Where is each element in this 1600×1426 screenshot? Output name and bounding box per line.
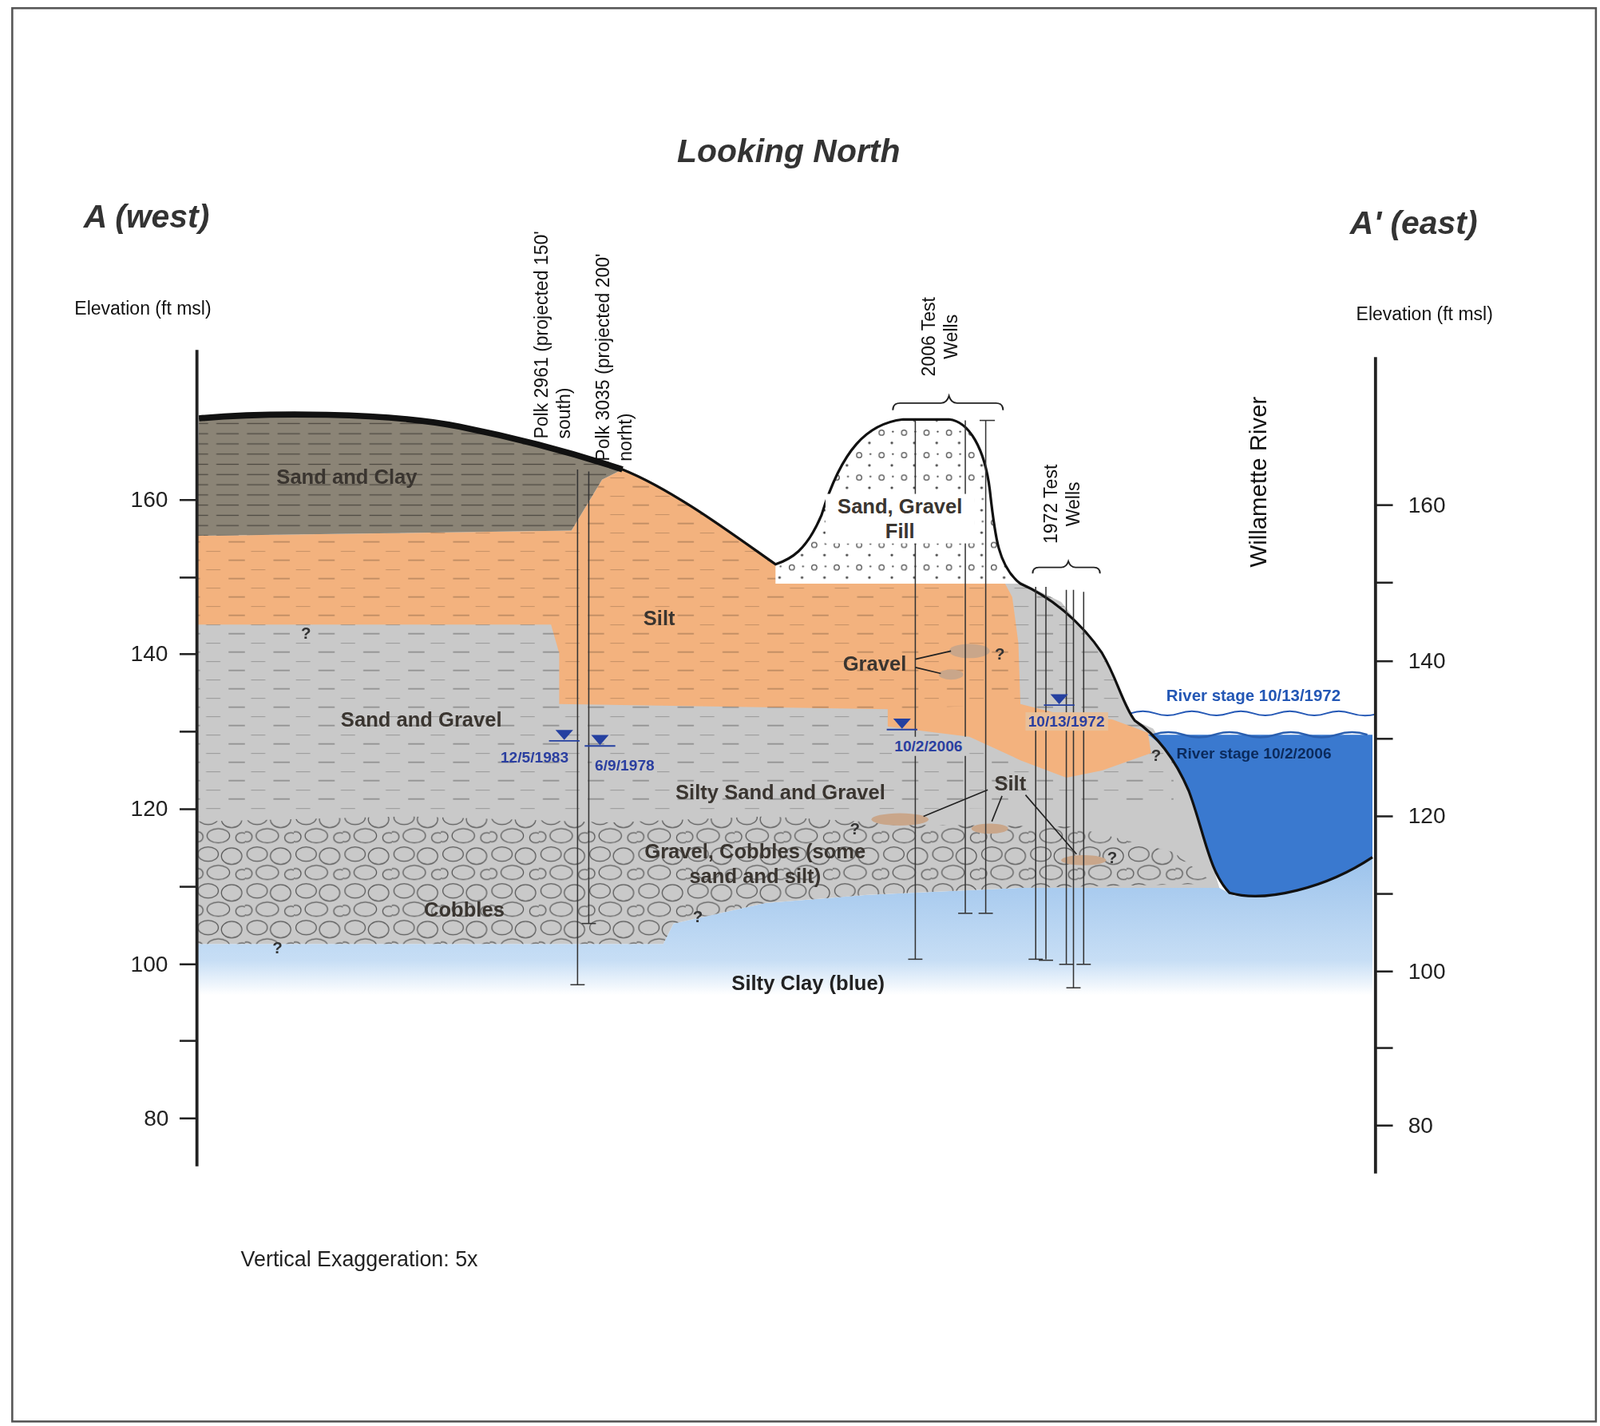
water-level-date: 12/5/1983 [500,748,569,767]
unit-label: Cobbles [423,896,505,922]
axis-title: Elevation (ft msl) [74,297,211,321]
unit-label: Silty Clay (blue) [731,970,885,995]
unit-label: Sand, Gravel Fill [825,494,975,543]
query-mark: ? [272,937,283,958]
unit-label: Sand and Gravel [340,707,503,733]
query-mark: ? [693,906,704,927]
water-level-date: 10/13/1972 [1025,712,1109,731]
well-label: Polk 2961 (projected 150' south) [531,229,576,440]
well-label: Polk 3035 (projected 200' norht) [593,241,638,462]
axis-tick-label: 140 [130,641,169,669]
river-label: Willamette River [1244,378,1273,567]
section-end-label: A' (east) [1350,202,1478,242]
axis-tick-label: 80 [143,1104,169,1133]
axis-tick-label: 120 [130,796,169,824]
river-stage-label: River stage 10/13/1972 [1166,685,1341,705]
query-mark: ? [994,643,1006,664]
section-end-label: A (west) [83,197,210,237]
axis-tick-label: 80 [1408,1112,1434,1140]
unit-label: Gravel, Cobbles (some sand and silt) [635,839,876,888]
axis-tick-label: 140 [1408,648,1446,676]
unit-label: Silty Sand and Gravel [675,779,886,804]
unit-label: Silt [994,771,1026,797]
well-label: 1972 Test Wells [1041,452,1086,555]
unit-label: Sand and Clay [276,464,417,490]
river-stage-label: River stage 10/2/2006 [1176,744,1332,763]
axis-title: Elevation (ft msl) [1356,304,1494,327]
axis-tick-label: 160 [1408,491,1446,519]
query-mark: ? [300,622,312,643]
query-mark: ? [1107,847,1118,868]
query-mark: ? [850,819,861,840]
water-level-date: 10/2/2006 [891,736,966,756]
axis-tick-label: 100 [130,950,169,979]
unit-label: Silt [643,605,676,631]
axis-tick-label: 160 [130,487,169,515]
axis-tick-label: 120 [1408,803,1446,831]
axis-tick-label: 100 [1408,958,1446,986]
query-mark: ? [1151,745,1162,766]
well-label: 2006 Test Wells [918,285,963,389]
water-level-date: 6/9/1978 [591,756,658,775]
unit-label: Gravel [843,650,907,676]
title: Looking North [677,131,900,171]
note: Vertical Exaggeration: 5x [241,1245,479,1272]
